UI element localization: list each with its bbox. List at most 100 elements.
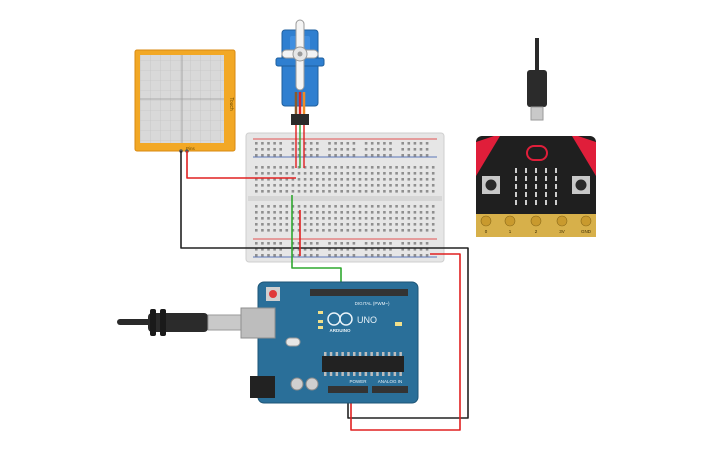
breadboard-hole[interactable] — [425, 229, 429, 232]
breadboard-hole[interactable] — [364, 211, 368, 214]
breadboard-hole[interactable] — [334, 142, 337, 145]
breadboard-hole[interactable] — [419, 254, 423, 257]
breadboard-hole[interactable] — [383, 154, 386, 157]
breadboard-hole[interactable] — [383, 229, 386, 232]
breadboard-hole[interactable] — [334, 166, 337, 169]
breadboard-hole[interactable] — [340, 154, 343, 157]
breadboard-hole[interactable] — [267, 242, 270, 245]
breadboard-hole[interactable] — [358, 223, 362, 226]
breadboard-hole[interactable] — [291, 172, 295, 175]
breadboard-hole[interactable] — [383, 184, 386, 187]
breadboard-hole[interactable] — [303, 248, 307, 251]
breadboard-hole[interactable] — [291, 178, 295, 181]
breadboard-hole[interactable] — [364, 142, 368, 145]
breadboard-hole[interactable] — [328, 172, 331, 175]
breadboard-hole[interactable] — [285, 229, 289, 232]
breadboard-hole[interactable] — [364, 242, 368, 245]
breadboard-hole[interactable] — [261, 223, 264, 226]
breadboard-hole[interactable] — [346, 184, 350, 187]
breadboard-hole[interactable] — [377, 217, 380, 220]
breadboard-hole[interactable] — [364, 154, 368, 157]
breadboard-hole[interactable] — [407, 254, 411, 257]
breadboard-hole[interactable] — [285, 184, 289, 187]
breadboard-hole[interactable] — [383, 223, 386, 226]
breadboard-hole[interactable] — [279, 254, 282, 257]
breadboard-hole[interactable] — [401, 172, 404, 175]
breadboard-hole[interactable] — [273, 142, 276, 145]
breadboard-hole[interactable] — [346, 229, 350, 232]
breadboard-hole[interactable] — [255, 148, 258, 151]
breadboard-hole[interactable] — [261, 142, 264, 145]
breadboard-hole[interactable] — [267, 211, 270, 214]
breadboard-hole[interactable] — [285, 166, 289, 169]
breadboard-hole[interactable] — [267, 178, 270, 181]
breadboard-hole[interactable] — [285, 211, 289, 214]
breadboard-hole[interactable] — [291, 148, 295, 151]
breadboard-hole[interactable] — [352, 229, 356, 232]
breadboard-hole[interactable] — [303, 184, 307, 187]
breadboard-hole[interactable] — [352, 254, 356, 257]
breadboard-hole[interactable] — [316, 217, 319, 220]
breadboard-hole[interactable] — [340, 190, 343, 193]
breadboard-hole[interactable] — [255, 172, 258, 175]
breadboard-hole[interactable] — [291, 229, 295, 232]
breadboard-hole[interactable] — [389, 211, 392, 214]
breadboard-hole[interactable] — [419, 154, 423, 157]
breadboard-hole[interactable] — [401, 217, 404, 220]
breadboard-hole[interactable] — [261, 148, 264, 151]
breadboard-hole[interactable] — [419, 178, 423, 181]
breadboard-hole[interactable] — [419, 211, 423, 214]
breadboard-hole[interactable] — [322, 184, 325, 187]
breadboard-hole[interactable] — [328, 248, 331, 251]
breadboard-hole[interactable] — [377, 154, 380, 157]
breadboard-hole[interactable] — [334, 148, 337, 151]
breadboard-hole[interactable] — [389, 142, 392, 145]
breadboard-hole[interactable] — [407, 154, 411, 157]
breadboard-hole[interactable] — [303, 242, 307, 245]
breadboard-hole[interactable] — [328, 217, 331, 220]
breadboard-hole[interactable] — [346, 172, 350, 175]
breadboard-hole[interactable] — [352, 242, 356, 245]
dc-jack[interactable] — [250, 376, 275, 398]
breadboard-hole[interactable] — [413, 205, 417, 208]
breadboard-hole[interactable] — [425, 211, 429, 214]
breadboard-hole[interactable] — [255, 217, 258, 220]
microbit-pin-gnd-pad[interactable] — [580, 215, 592, 227]
breadboard-hole[interactable] — [425, 217, 429, 220]
breadboard-hole[interactable] — [431, 184, 435, 187]
breadboard-hole[interactable] — [370, 217, 374, 220]
microbit-pin-1-pad[interactable] — [504, 215, 516, 227]
breadboard-hole[interactable] — [383, 217, 386, 220]
breadboard-hole[interactable] — [279, 184, 282, 187]
breadboard-hole[interactable] — [303, 178, 307, 181]
breadboard-hole[interactable] — [261, 211, 264, 214]
breadboard-hole[interactable] — [407, 172, 411, 175]
breadboard-hole[interactable] — [261, 254, 264, 257]
breadboard-hole[interactable] — [279, 205, 282, 208]
breadboard-hole[interactable] — [316, 184, 319, 187]
breadboard-hole[interactable] — [358, 184, 362, 187]
breadboard-hole[interactable] — [297, 242, 301, 245]
breadboard-hole[interactable] — [389, 178, 392, 181]
breadboard-hole[interactable] — [370, 205, 374, 208]
breadboard-hole[interactable] — [273, 148, 276, 151]
breadboard-hole[interactable] — [255, 254, 258, 257]
breadboard-hole[interactable] — [255, 190, 258, 193]
breadboard-hole[interactable] — [431, 190, 435, 193]
breadboard-hole[interactable] — [309, 242, 313, 245]
breadboard-hole[interactable] — [364, 184, 368, 187]
breadboard-hole[interactable] — [389, 229, 392, 232]
breadboard-hole[interactable] — [389, 254, 392, 257]
breadboard-hole[interactable] — [291, 248, 295, 251]
breadboard-hole[interactable] — [419, 248, 423, 251]
breadboard-hole[interactable] — [352, 211, 356, 214]
breadboard-hole[interactable] — [431, 217, 435, 220]
breadboard-hole[interactable] — [346, 211, 350, 214]
power-header[interactable] — [328, 386, 368, 393]
breadboard-hole[interactable] — [407, 217, 411, 220]
wire-ground[interactable] — [180, 151, 469, 419]
breadboard-hole[interactable] — [328, 184, 331, 187]
breadboard-hole[interactable] — [309, 166, 313, 169]
breadboard-hole[interactable] — [316, 211, 319, 214]
breadboard-hole[interactable] — [322, 190, 325, 193]
